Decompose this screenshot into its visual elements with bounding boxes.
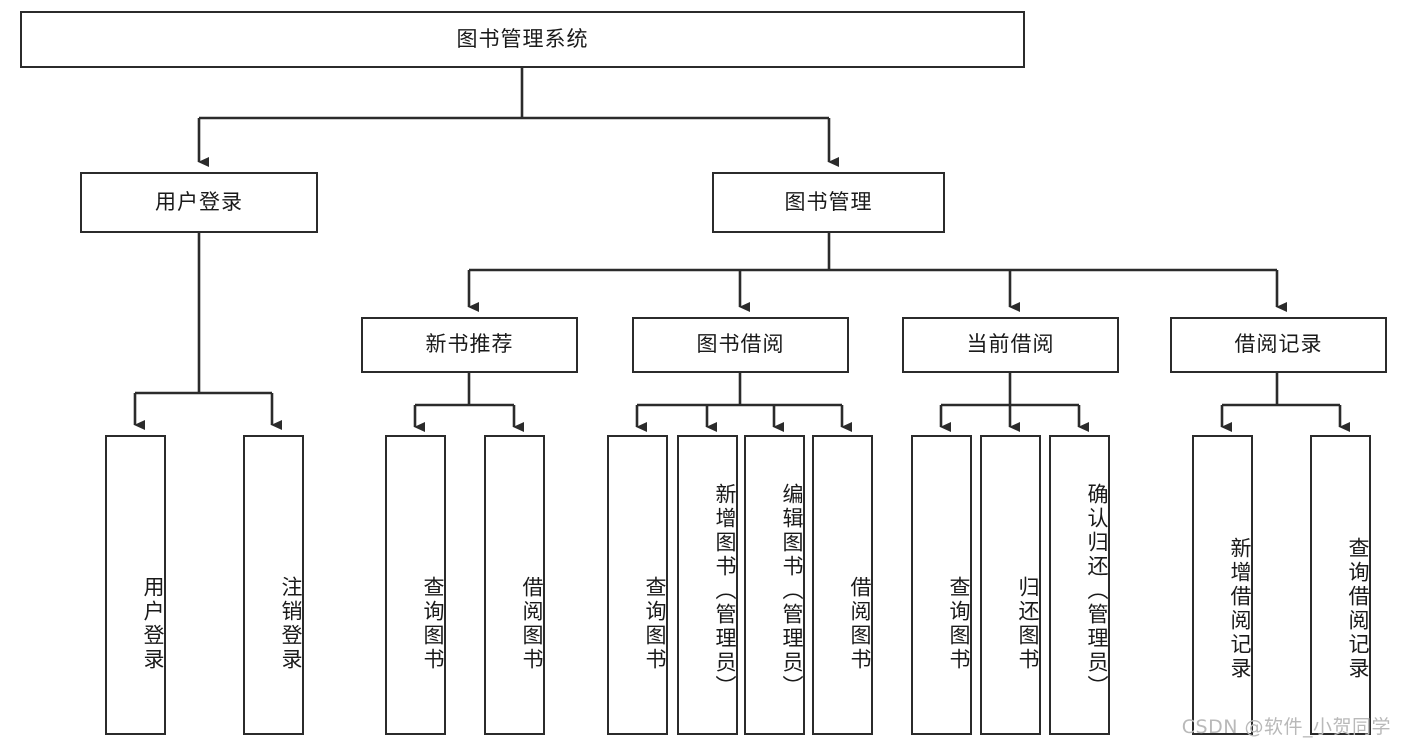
node-leaf-borrow-book-1[interactable]: 借阅图书 [484,435,545,735]
node-new-book-recommend[interactable]: 新书推荐 [361,317,578,373]
node-label: 归还图书 [1016,576,1040,672]
node-label: 新增借阅记录 [1228,537,1252,681]
node-label: 图书管理系统 [456,26,589,51]
node-label: 确认归还（管理员） [1085,483,1109,699]
node-leaf-return-book[interactable]: 归还图书 [980,435,1041,735]
node-label: 编辑图书（管理员） [780,483,804,699]
node-leaf-edit-book[interactable]: 编辑图书（管理员） [744,435,805,735]
node-leaf-borrow-book-2[interactable]: 借阅图书 [812,435,873,735]
node-label: 新增图书（管理员） [713,483,737,699]
node-label: 注销登录 [279,576,303,672]
node-leaf-logout-login[interactable]: 注销登录 [243,435,304,735]
watermark-text: CSDN @软件_小贺同学 [1181,716,1391,738]
node-book-borrow[interactable]: 图书借阅 [632,317,849,373]
node-label: 借阅图书 [520,576,544,672]
node-label: 当前借阅 [966,332,1055,357]
node-label: 借阅图书 [848,576,872,672]
node-leaf-query-book-1[interactable]: 查询图书 [385,435,446,735]
node-label: 图书管理 [784,189,873,214]
node-label: 用户登录 [155,189,243,214]
node-label: 新书推荐 [425,332,514,357]
node-label: 借阅记录 [1234,332,1323,357]
node-leaf-confirm-return[interactable]: 确认归还（管理员） [1049,435,1110,735]
node-book-manage[interactable]: 图书管理 [712,172,945,233]
node-leaf-add-record[interactable]: 新增借阅记录 [1192,435,1253,735]
node-label: 查询图书 [421,576,445,672]
node-borrow-record[interactable]: 借阅记录 [1170,317,1387,373]
node-leaf-query-book-2[interactable]: 查询图书 [607,435,668,735]
node-leaf-user-login[interactable]: 用户登录 [105,435,166,735]
node-leaf-add-book[interactable]: 新增图书（管理员） [677,435,738,735]
node-label: 查询借阅记录 [1346,537,1370,681]
node-leaf-query-book-3[interactable]: 查询图书 [911,435,972,735]
node-label: 查询图书 [643,576,667,672]
node-label: 用户登录 [141,576,165,672]
node-label: 查询图书 [947,576,971,672]
node-current-borrow[interactable]: 当前借阅 [902,317,1119,373]
node-leaf-query-record[interactable]: 查询借阅记录 [1310,435,1371,735]
node-root-system[interactable]: 图书管理系统 [20,11,1025,68]
node-label: 图书借阅 [696,332,785,357]
node-user-login[interactable]: 用户登录 [80,172,318,233]
